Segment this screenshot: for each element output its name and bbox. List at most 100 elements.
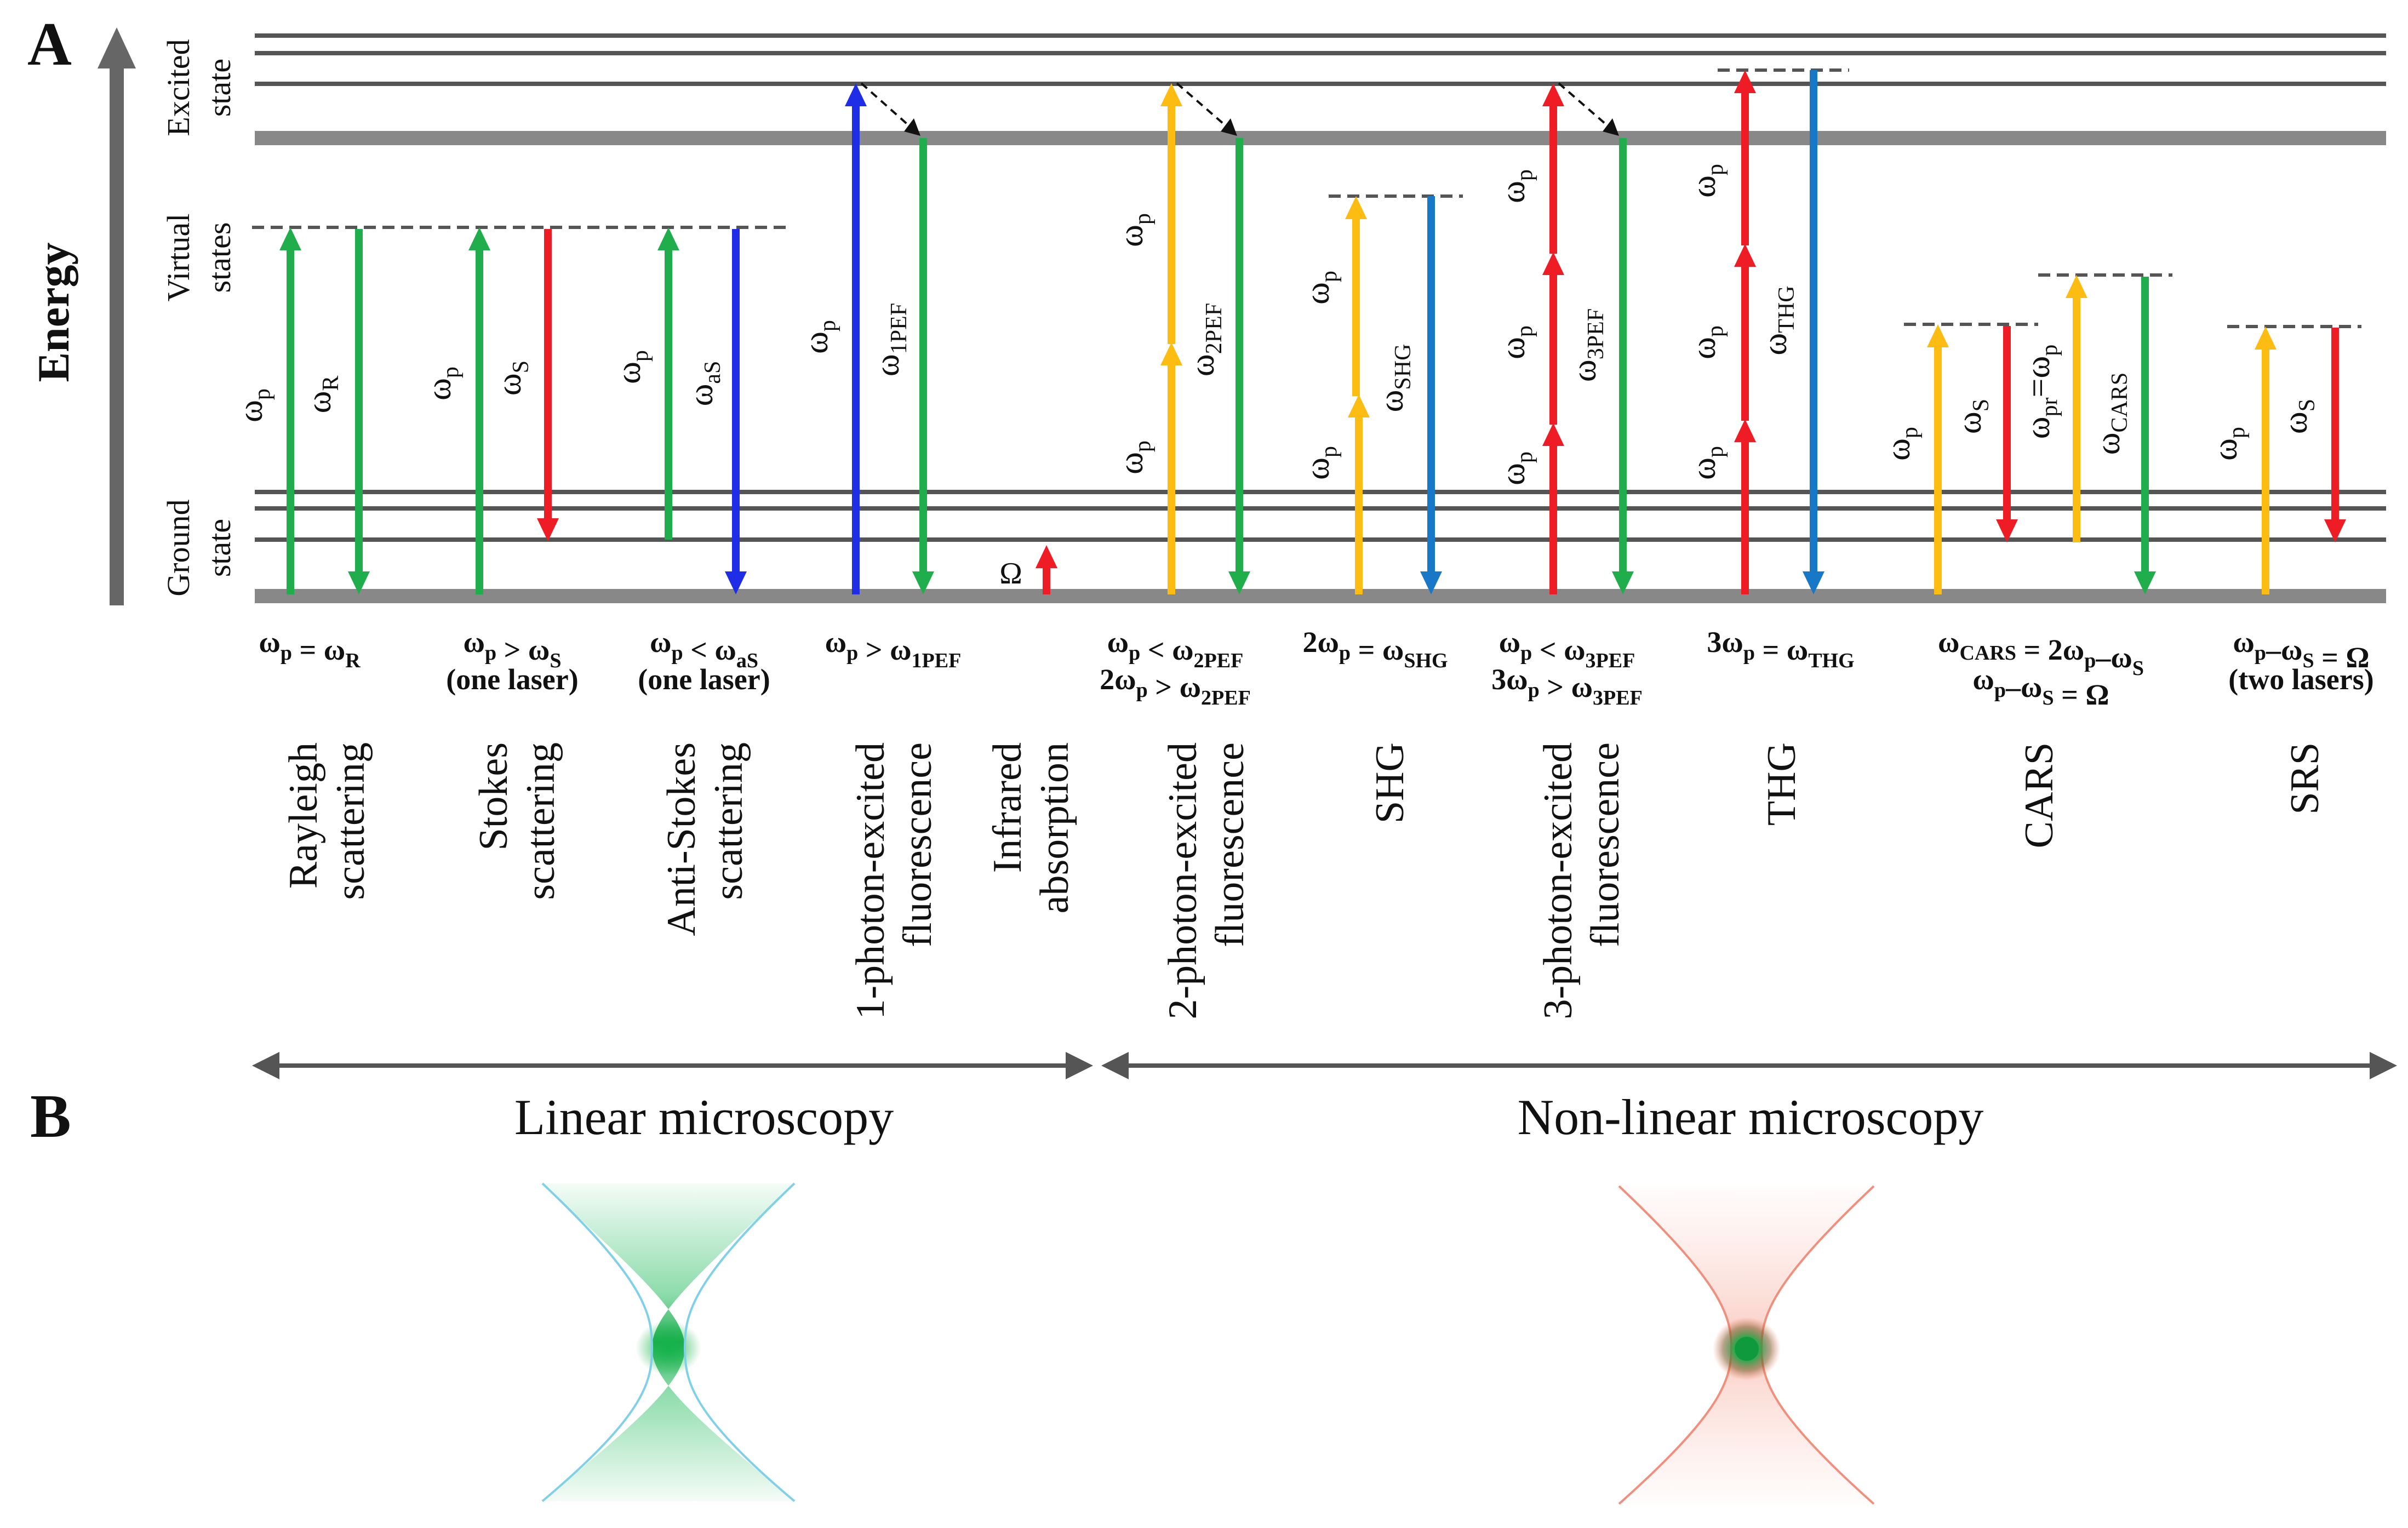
energy-levels bbox=[255, 33, 2386, 603]
label-wp-3pef-1: ωp bbox=[1495, 451, 1537, 485]
label-wp-3pef-3: ωp bbox=[1495, 169, 1537, 203]
label-w1pef: ω1PEF bbox=[869, 303, 912, 376]
excited-label-1: Excited bbox=[161, 39, 196, 136]
process-name-three_pef-1: 3-photon-excited bbox=[1536, 742, 1581, 1020]
process-name-two_pef-2: fluorescence bbox=[1208, 742, 1252, 947]
nonlinear-excitation-volume bbox=[1618, 1185, 1875, 1505]
cars-emission-arrow bbox=[2134, 277, 2156, 594]
label-wp-antistokes: ωp bbox=[610, 350, 653, 384]
condition-three_pef-line-1: ωp < ω3PEF bbox=[1499, 626, 1635, 672]
three-pef-pump-arrow-1 bbox=[1542, 423, 1564, 594]
anti-stokes-emission-arrow bbox=[725, 229, 747, 594]
process-name-stokes-1: Stokes bbox=[471, 742, 516, 850]
process-name-infrared-1: Infrared bbox=[985, 742, 1030, 873]
label-wp-stokes: ωp bbox=[421, 367, 464, 400]
label-wthg: ωTHG bbox=[1757, 285, 1799, 355]
three-pef-relaxation-arrow bbox=[1558, 82, 1619, 136]
cars-probe-arrow bbox=[2066, 275, 2087, 542]
srs-pump-arrow bbox=[2255, 327, 2277, 594]
condition-cars-line-1: ωCARS = 2ωp–ωS bbox=[1938, 626, 2144, 680]
condition-anti_stokes-line-1: ωp < ωaS bbox=[650, 626, 758, 672]
thg-pump-arrow-3 bbox=[1734, 70, 1756, 245]
anti-stokes-pump-arrow bbox=[657, 227, 679, 540]
condition-cars-line-2: ωp–ωS = Ω bbox=[1972, 663, 2109, 711]
label-wp-2pef-upper: ωp bbox=[1113, 213, 1156, 247]
process-name-three_pef-2: fluorescence bbox=[1583, 742, 1628, 947]
label-w2pef: ω2PEF bbox=[1184, 303, 1227, 376]
shg-emission-arrow bbox=[1420, 196, 1442, 594]
three-pef-pump-arrow-3 bbox=[1542, 83, 1564, 254]
ground-label-1: Ground bbox=[161, 499, 196, 596]
level-labels: Excited state Virtual states Ground stat… bbox=[161, 39, 237, 596]
label-wp-3pef-2: ωp bbox=[1495, 325, 1537, 359]
condition-anti_stokes-line-2: (one laser) bbox=[638, 663, 770, 696]
process-name-rayleigh-2: scattering bbox=[328, 742, 373, 900]
condition-two_pef-line-2: 2ωp > ω2PEF bbox=[1100, 663, 1251, 709]
regime-arrows: Linear microscopy Non-linear microscopy bbox=[252, 1052, 2397, 1145]
label-wr-rayleigh: ωR bbox=[301, 376, 344, 414]
thg-emission-arrow bbox=[1803, 70, 1824, 594]
process-name-srs-1: SRS bbox=[2283, 742, 2327, 815]
condition-three_pef-line-2: 3ωp > ω3PEF bbox=[1491, 663, 1643, 709]
thg-pump-arrow-1 bbox=[1734, 419, 1756, 594]
label-wp-shg-upper: ωp bbox=[1299, 271, 1342, 305]
condition-srs-line-1: ωp–ωS = Ω bbox=[2233, 626, 2369, 674]
virtual-state-lines bbox=[252, 68, 2361, 328]
thg-pump-arrow-2 bbox=[1734, 244, 1756, 421]
process-name-cars-1: CARS bbox=[2017, 742, 2062, 848]
process-name-shg-1: SHG bbox=[1368, 742, 1412, 823]
panel-label-a: A bbox=[27, 10, 72, 78]
label-wp-thg-3: ωp bbox=[1685, 164, 1728, 198]
condition-thg-line-1: 3ωp = ωTHG bbox=[1707, 626, 1854, 672]
process-name-anti_stokes-2: scattering bbox=[706, 742, 751, 900]
condition-two_pef-line-1: ωp < ω2PEF bbox=[1107, 626, 1244, 672]
rayleigh-emission-arrow bbox=[348, 229, 370, 594]
condition-stokes-line-2: (one laser) bbox=[446, 663, 578, 696]
rayleigh-pump-arrow bbox=[279, 227, 301, 594]
linear-excitation-volume bbox=[541, 1182, 796, 1502]
label-wp-shg-lower: ωp bbox=[1299, 446, 1342, 480]
label-wp-2pef-lower: ωp bbox=[1113, 440, 1156, 474]
label-wp-rayleigh: ωp bbox=[232, 388, 275, 422]
three-pef-emission-arrow bbox=[1612, 138, 1634, 594]
label-wp-cars: ωp bbox=[1880, 427, 1923, 461]
label-w3pef: ω3PEF bbox=[1566, 308, 1609, 382]
stokes-emission-arrow bbox=[537, 229, 559, 541]
one-pef-relaxation-arrow bbox=[860, 82, 920, 136]
process-name-anti_stokes-1: Anti-Stokes bbox=[659, 742, 704, 936]
two-pef-pump-arrow-1 bbox=[1160, 342, 1182, 594]
condition-shg-line-1: 2ωp = ωSHG bbox=[1302, 626, 1448, 672]
nonlinear-microscopy-label: Non-linear microscopy bbox=[1518, 1089, 1984, 1145]
panel-label-b: B bbox=[30, 1083, 71, 1151]
two-pef-emission-arrow bbox=[1228, 138, 1250, 594]
label-wp-1pef: ωp bbox=[798, 320, 840, 354]
label-wcars: ωCARS bbox=[2090, 373, 2132, 455]
shg-pump-arrow-2 bbox=[1345, 196, 1367, 396]
one-pef-pump-arrow bbox=[845, 83, 867, 594]
label-wpr-cars: ωpr=ωp bbox=[2020, 345, 2062, 439]
process-name-infrared-2: absorption bbox=[1032, 742, 1077, 913]
three-pef-pump-arrow-2 bbox=[1542, 252, 1564, 425]
cars-stokes-arrow bbox=[1996, 326, 2018, 542]
label-was-antistokes: ωaS bbox=[683, 361, 725, 407]
process-name-two_pef-1: 2-photon-excited bbox=[1160, 742, 1205, 1020]
cars-pump-arrow bbox=[1927, 324, 1949, 594]
label-ws-stokes: ωS bbox=[491, 360, 534, 396]
two-pef-relaxation-arrow bbox=[1176, 82, 1237, 136]
process-name-thg-1: THG bbox=[1759, 742, 1804, 826]
condition-srs-line-2: (two lasers) bbox=[2228, 663, 2373, 696]
process-name-rayleigh-1: Rayleigh bbox=[281, 742, 326, 889]
condition-one_pef-line-1: ωp > ω1PEF bbox=[825, 626, 962, 672]
virtual-label-1: Virtual bbox=[161, 214, 196, 302]
process-name-one_pef-2: fluorescence bbox=[895, 742, 940, 947]
process-name-stokes-2: scattering bbox=[518, 742, 563, 900]
srs-stokes-arrow bbox=[2324, 328, 2346, 542]
virtual-label-2: states bbox=[202, 222, 237, 293]
energy-axis-label: Energy bbox=[28, 242, 78, 382]
process-name-one_pef-1: 1-photon-excited bbox=[848, 742, 893, 1020]
energy-axis: Energy bbox=[28, 27, 136, 605]
